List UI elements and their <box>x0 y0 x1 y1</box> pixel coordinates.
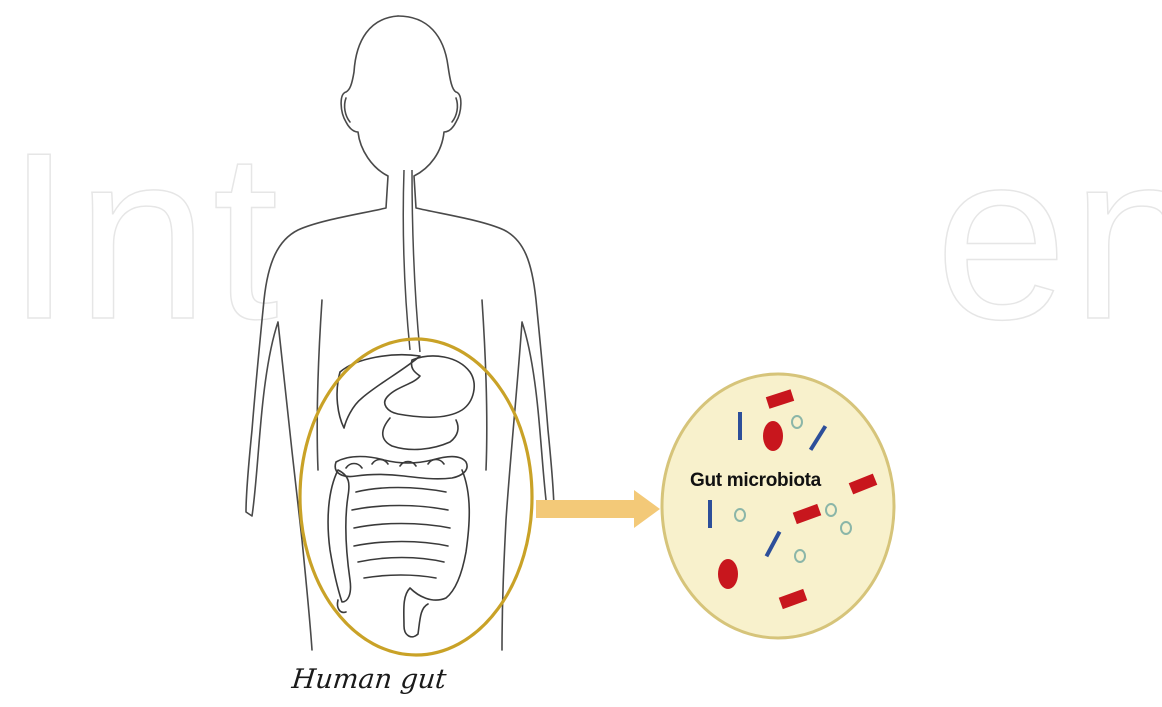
esophagus <box>403 170 420 352</box>
gut-highlight-ring <box>300 339 532 655</box>
descending-colon <box>404 470 469 637</box>
transverse-colon <box>335 457 467 479</box>
digestive-organs <box>328 355 474 637</box>
head-right-outline <box>398 16 554 650</box>
zoom-arrow <box>536 490 660 528</box>
head-outline <box>246 16 398 650</box>
gut-microbiota-label: Gut microbiota <box>690 470 821 492</box>
rod-blue <box>708 500 712 528</box>
human-gut-caption: Human gut <box>290 664 447 695</box>
coccus-red <box>763 421 783 451</box>
coccus-red <box>718 559 738 589</box>
small-intestine <box>352 488 450 579</box>
microbiota-dish <box>662 374 894 638</box>
stomach <box>385 356 474 417</box>
human-body-outline <box>246 16 554 650</box>
ascending-colon <box>328 470 350 602</box>
rod-blue <box>738 412 742 440</box>
